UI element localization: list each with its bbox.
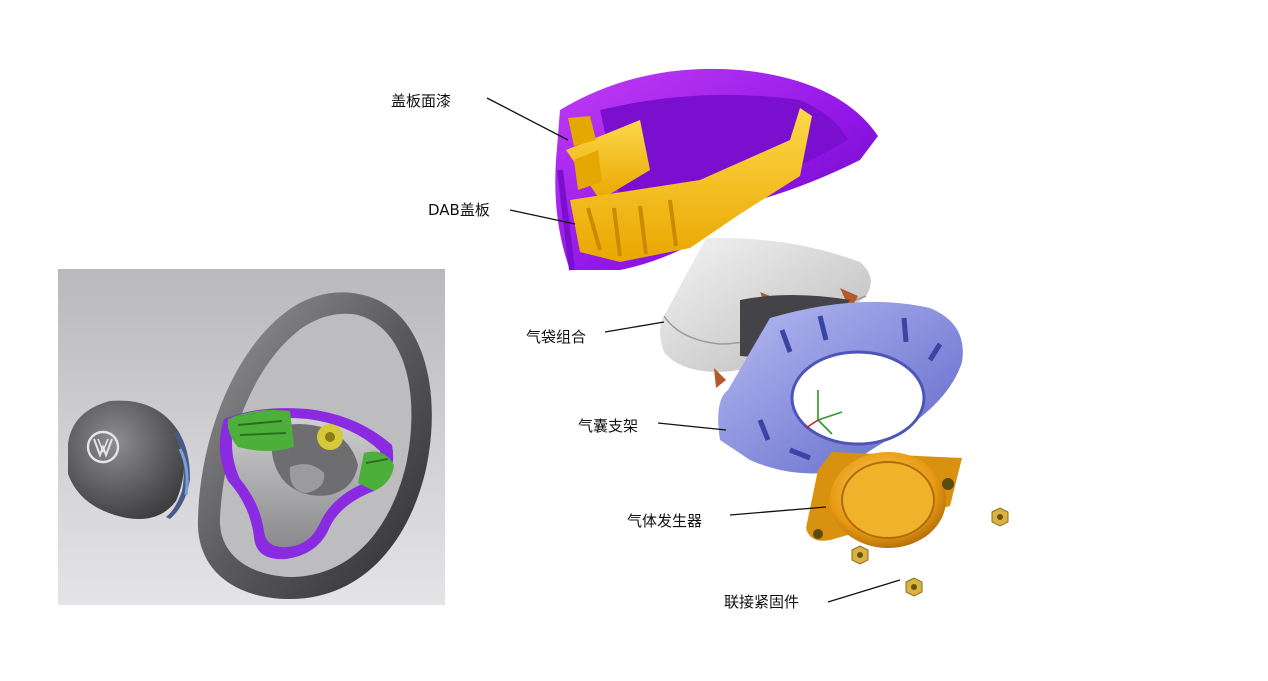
right-control-buttons — [358, 451, 394, 491]
label-airbag-bracket: 气囊支架 — [578, 417, 639, 435]
steering-wheel-render — [58, 269, 445, 605]
fastener-nut-3 — [905, 577, 923, 597]
fastener-nut-1 — [991, 507, 1009, 527]
leader-line-fasteners — [827, 579, 901, 603]
leader-line-dab-cover — [509, 209, 576, 225]
fastener-nut-2 — [851, 545, 869, 565]
dab-cover-part — [555, 68, 878, 271]
label-cover-paint: 盖板面漆 — [391, 92, 452, 110]
label-dab-cover: DAB盖板 — [428, 201, 490, 219]
airbag-bracket-part — [718, 301, 963, 474]
label-bag-assembly: 气袋组合 — [526, 328, 587, 346]
leader-line-cover-paint — [486, 97, 569, 141]
label-gas-generator: 气体发生器 — [627, 512, 703, 530]
gas-generator-part — [806, 452, 962, 548]
vw-logo-icon — [86, 430, 120, 464]
leader-line-bag-assembly — [604, 321, 665, 333]
left-control-buttons — [227, 410, 294, 451]
airbag-cap — [68, 400, 190, 519]
leader-line-gas-generator — [729, 506, 827, 516]
label-fasteners: 联接紧固件 — [724, 593, 800, 611]
leader-line-airbag-bracket — [657, 422, 727, 431]
steering-wheel-illustration — [68, 292, 432, 600]
